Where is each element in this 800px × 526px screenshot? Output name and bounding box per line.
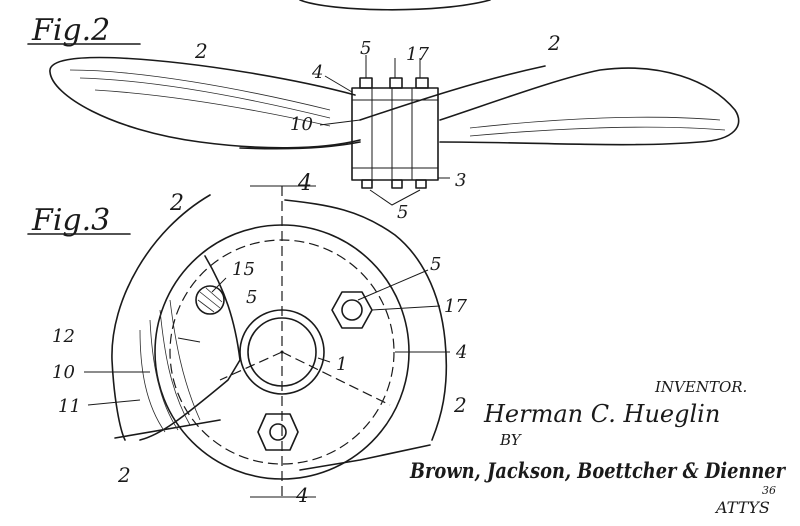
attorneys-signature: Brown, Jackson, Boettcher & Dienner <box>409 458 786 483</box>
fig2-label-4: 4 <box>311 62 323 83</box>
left-blade <box>49 56 361 149</box>
inventor-block: INVENTOR. Herman C. Hueglin BY Brown, Ja… <box>409 378 786 517</box>
bolt-head-top-1 <box>359 77 373 89</box>
fig3-label-1: 1 <box>336 354 347 375</box>
fig2-label-5-top: 5 <box>360 38 371 59</box>
fig2-label-3: 3 <box>455 170 466 191</box>
fig3-label-12: 12 <box>52 326 75 347</box>
right-blade <box>439 67 740 146</box>
fig3-label-4-right: 4 <box>455 342 467 363</box>
blade-broken-outline <box>111 194 448 441</box>
fig3-label-5-right: 5 <box>430 254 441 275</box>
fig2-label-17: 17 <box>406 44 429 65</box>
fig3-label-17: 17 <box>444 296 467 317</box>
fig2-label-10: 10 <box>290 114 313 135</box>
attys-label: ATTYS <box>714 498 770 517</box>
fig3-label-11: 11 <box>58 396 81 417</box>
inventor-name: Herman C. Hueglin <box>483 400 720 428</box>
fig3: Fig.3 <box>27 171 467 507</box>
fig3-label-15: 15 <box>232 259 255 280</box>
partial-outline-top <box>299 0 491 11</box>
by-label: BY <box>499 431 523 449</box>
fig3-label-4-top: 4 <box>297 171 312 196</box>
fig3-label-2-bottom: 2 <box>117 463 131 487</box>
fig3-label-2-right: 2 <box>453 393 467 417</box>
bolt-section-15 <box>195 285 225 315</box>
hub-fig2 <box>351 87 439 181</box>
page-number: 36 <box>762 484 776 497</box>
bolt-nut-right <box>331 291 373 329</box>
fig2-label-blade-right: 2 <box>547 31 561 55</box>
fig3-label-5-left: 5 <box>246 287 257 308</box>
bolt-head-top-3 <box>415 77 429 89</box>
bolt-nut-bottom <box>257 413 299 451</box>
fig2: Fig.2 2 2 <box>27 13 740 223</box>
fig2-label-5-bottom: 5 <box>397 202 408 223</box>
fig3-label-2-top: 2 <box>169 191 184 216</box>
inventor-heading: INVENTOR. <box>654 378 747 396</box>
fig3-label-4-bottom: 4 <box>295 483 309 507</box>
fig3-title: Fig.3 <box>31 203 110 238</box>
fig2-title: Fig.2 <box>31 13 110 48</box>
fig2-label-blade-left: 2 <box>194 39 208 63</box>
bolt-head-top-2 <box>389 77 403 89</box>
fig3-label-10: 10 <box>52 362 75 383</box>
